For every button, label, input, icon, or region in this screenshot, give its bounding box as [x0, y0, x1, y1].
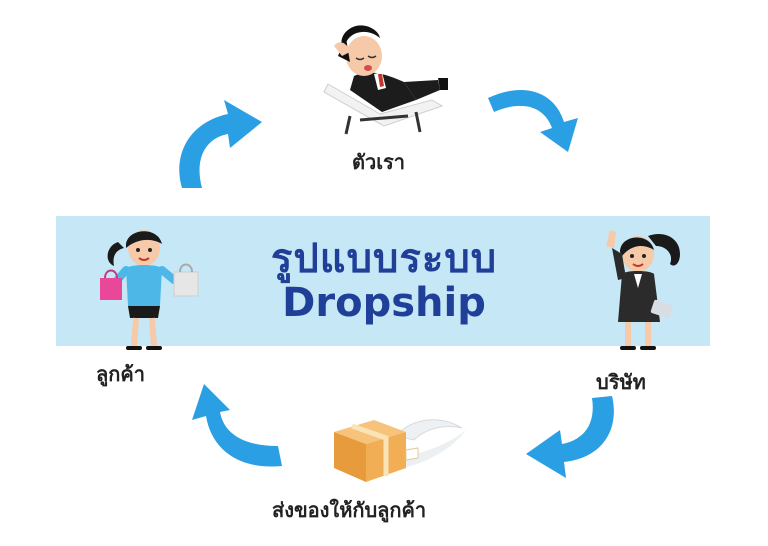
- businesswoman-icon: [606, 230, 680, 350]
- node-label-shipping: ส่งของให้กับลูกค้า: [272, 498, 427, 522]
- node-label-us: ตัวเรา: [352, 150, 406, 174]
- shopping-woman-icon: [100, 230, 199, 350]
- curved-arrow-icon: [179, 100, 262, 188]
- relaxing-businessman-icon: [323, 25, 448, 135]
- node-label-customer: ลูกค้า: [96, 362, 145, 386]
- title-band: [56, 216, 710, 346]
- diagram-title-line-1: รูปแบบระบบ: [270, 236, 498, 282]
- curved-arrow-icon: [192, 384, 282, 467]
- flying-package-icon: [334, 419, 466, 482]
- diagram-title-line-2: Dropship: [282, 280, 486, 326]
- node-label-company: บริษัท: [596, 370, 646, 394]
- curved-arrow-icon: [488, 90, 578, 152]
- curved-arrow-icon: [526, 396, 614, 478]
